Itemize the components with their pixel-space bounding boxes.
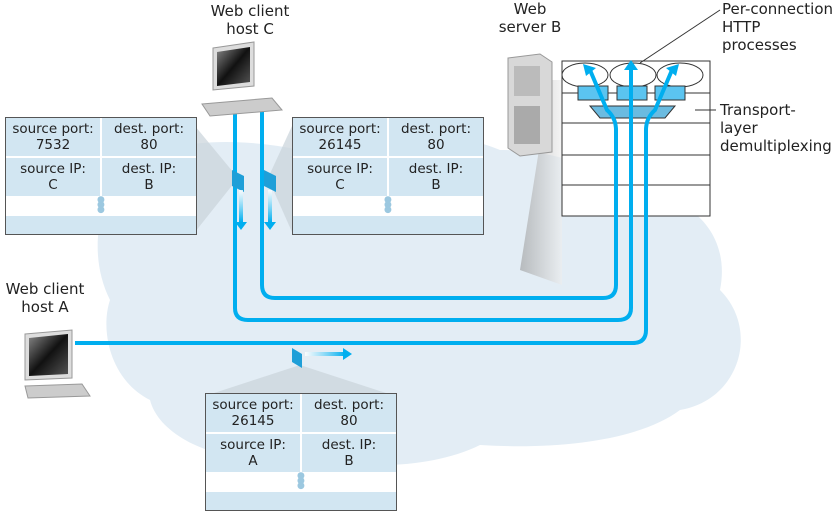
segment-a: source port:26145 dest. port:80 source I…	[205, 393, 397, 511]
protocol-stack	[561, 60, 711, 217]
leader-line	[639, 9, 721, 64]
zoom-shadow	[268, 126, 292, 232]
dest-port-cell: dest. port:80	[313, 397, 384, 429]
dest-ip-cell: dest. IP:B	[321, 437, 377, 469]
host-c-computer-icon	[201, 41, 283, 117]
arrowhead	[666, 64, 679, 76]
arrowhead	[624, 60, 638, 70]
ellipsis-icon: ●●●	[97, 195, 105, 215]
source-port-cell: source port:7532	[12, 121, 94, 153]
ellipsis-icon: ●●●	[297, 471, 305, 491]
segment-c-left: source port:7532 dest. port:80 source IP…	[5, 117, 197, 235]
source-port-cell: source port:26145	[299, 121, 381, 153]
packet-c-left	[232, 170, 247, 230]
dest-port-cell: dest. port:80	[113, 121, 184, 153]
dest-ip-cell: dest. IP:B	[408, 161, 464, 193]
source-ip-cell: source IP:C	[20, 161, 86, 193]
packet-c-right	[264, 170, 276, 230]
host-a-computer-icon	[24, 329, 91, 399]
packet-a	[292, 348, 352, 368]
source-ip-cell: source IP:A	[220, 437, 286, 469]
source-port-cell: source port:26145	[212, 397, 294, 429]
dest-ip-cell: dest. IP:B	[121, 161, 177, 193]
server-b-icon	[507, 53, 553, 157]
arrowhead	[583, 64, 596, 76]
zoom-shadow	[195, 126, 238, 232]
segment-c-right: source port:26145 dest. port:80 source I…	[292, 117, 484, 235]
ellipsis-icon: ●●●	[384, 195, 392, 215]
zoom-shadow	[205, 365, 395, 396]
dest-port-cell: dest. port:80	[400, 121, 471, 153]
source-ip-cell: source IP:C	[307, 161, 373, 193]
links	[75, 69, 674, 345]
